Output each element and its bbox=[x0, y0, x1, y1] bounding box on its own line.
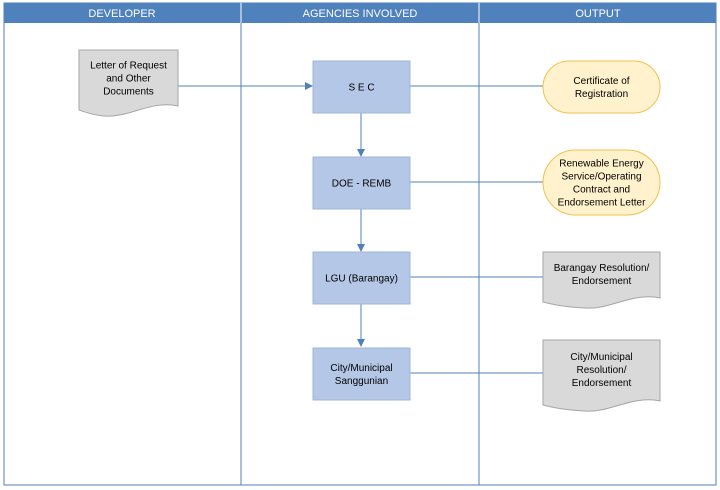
agency-step-4-text-line-2: Sanggunian bbox=[335, 376, 388, 387]
output-item-2: Renewable EnergyService/OperatingContrac… bbox=[542, 149, 661, 216]
output-item-4-text-line-3: Endorsement bbox=[572, 378, 632, 389]
output-terminator-shape bbox=[542, 60, 661, 114]
output-item-4-text-line-1: City/Municipal bbox=[570, 352, 632, 363]
lane-label-agencies: AGENCIES INVOLVED bbox=[303, 8, 418, 20]
output-document-shape bbox=[542, 339, 661, 412]
agency-steps: S E C DOE - REMB LGU (Barangay) City/Munici… bbox=[312, 60, 411, 401]
agency-step-1-text-line-1: S E C bbox=[348, 83, 374, 94]
agency-step-3: LGU (Barangay) bbox=[312, 251, 411, 305]
output-item-1: Certificate of Registration bbox=[542, 60, 661, 114]
output-item-4-text-line-2: Resolution/ bbox=[576, 365, 626, 376]
agency-step-2: DOE - REMB bbox=[312, 156, 411, 210]
output-item-1-text-line-2: Registration bbox=[575, 89, 628, 100]
output-item-3: Barangay Resolution/Endorsement bbox=[542, 251, 661, 309]
agency-step-box bbox=[312, 156, 411, 210]
output-document-shape bbox=[542, 251, 661, 309]
lane-header-developer bbox=[4, 3, 241, 23]
agency-step-1: S E C bbox=[312, 60, 411, 114]
agency-step-2-text-line-1: DOE - REMB bbox=[332, 179, 392, 190]
output-item-3-text-line-1: Barangay Resolution/ bbox=[554, 263, 650, 274]
agency-step-3-text-line-1: LGU (Barangay) bbox=[325, 274, 398, 285]
connectors bbox=[178, 82, 543, 374]
developer-document-shape bbox=[78, 49, 179, 117]
output-item-2-text-line-1: Renewable Energy bbox=[559, 159, 644, 170]
output-terminator-shape bbox=[542, 149, 661, 216]
agency-step-4-text-line-1: City/Municipal bbox=[330, 363, 392, 374]
developer-document-text-line-3: Documents bbox=[103, 87, 154, 98]
lane-label-developer: DEVELOPER bbox=[88, 8, 155, 20]
agency-step-box bbox=[312, 60, 411, 114]
agency-step-box bbox=[312, 251, 411, 305]
lane-label-output: OUTPUT bbox=[575, 8, 621, 20]
developer-document-text-line-2: and Other bbox=[106, 74, 151, 85]
output-item-2-text-line-2: Service/Operating bbox=[561, 172, 641, 183]
agency-step-box bbox=[312, 347, 411, 401]
developer-document-text-line-1: Letter of Request bbox=[90, 61, 167, 72]
output-item-2-text-line-3: Contract and bbox=[573, 185, 630, 196]
lane-header-agencies bbox=[241, 3, 479, 23]
lane-header-output bbox=[479, 3, 716, 23]
output-item-3-text-line-2: Endorsement bbox=[572, 276, 632, 287]
output-item-2-text-line-4: Endorsement Letter bbox=[558, 198, 646, 209]
output-item-1-text-line-1: Certificate of bbox=[573, 76, 629, 87]
